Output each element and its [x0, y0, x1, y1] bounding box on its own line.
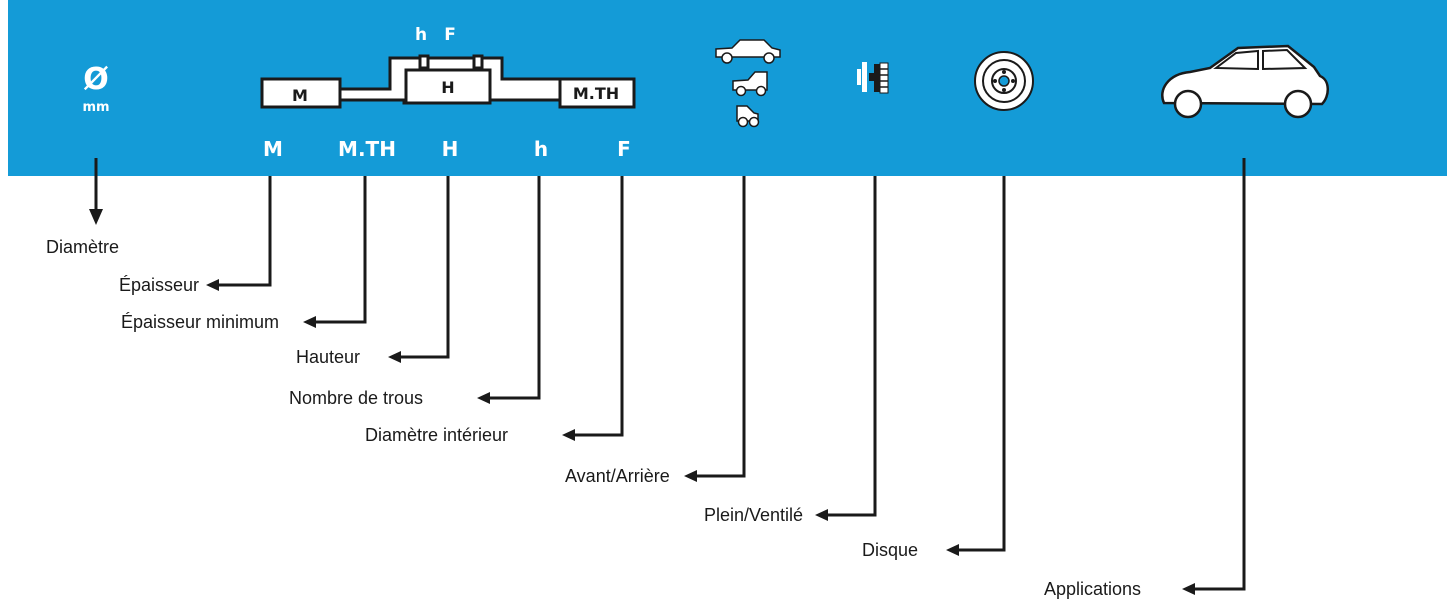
label-epaisseur-minimum: Épaisseur minimum: [121, 312, 279, 332]
hub-box: [404, 68, 492, 105]
column-letter-f: F: [617, 137, 631, 161]
disc-profile-icon: M H M.TH h F: [260, 25, 636, 109]
svg-text:mm: mm: [82, 100, 109, 115]
solid-vented-icon: [857, 62, 889, 94]
stud-hole-right: [472, 54, 484, 70]
stud-hole-left: [418, 54, 430, 70]
leader-lines: [89, 158, 1246, 595]
car-side-small-icon: [715, 39, 781, 64]
column-letter-small-h: h: [534, 137, 548, 161]
column-letter-mth: M.TH: [338, 137, 396, 161]
disc-icon: [974, 51, 1034, 111]
label-epaisseur: Épaisseur: [119, 275, 199, 295]
car-front-small-icon: [732, 71, 768, 97]
label-disque: Disque: [862, 540, 918, 560]
car-rear-small-icon: [736, 105, 760, 128]
profile-label-h: H: [441, 78, 454, 97]
diameter-icon: Ø mm: [82, 62, 109, 115]
profile-label-mth: M.TH: [573, 84, 619, 103]
label-avant-arriere: Avant/Arrière: [565, 466, 670, 486]
label-applications: Applications: [1044, 579, 1141, 599]
legend-labels: Diamètre Épaisseur Épaisseur minimum Hau…: [46, 237, 1141, 599]
column-letter-h: H: [442, 137, 459, 161]
profile-label-m: M: [292, 86, 308, 105]
label-diametre-interieur: Diamètre intérieur: [365, 425, 508, 445]
label-plein-ventile: Plein/Ventilé: [704, 505, 803, 525]
car-icon: [1161, 44, 1329, 119]
profile-top-label-f: F: [444, 25, 456, 45]
svg-text:Ø: Ø: [83, 62, 109, 97]
label-hauteur: Hauteur: [296, 347, 360, 367]
label-nombre-de-trous: Nombre de trous: [289, 388, 423, 408]
label-diametre: Diamètre: [46, 237, 119, 257]
column-letter-m: M: [263, 137, 283, 161]
axle-position-icon: [715, 39, 781, 128]
profile-top-label-h: h: [415, 25, 427, 45]
